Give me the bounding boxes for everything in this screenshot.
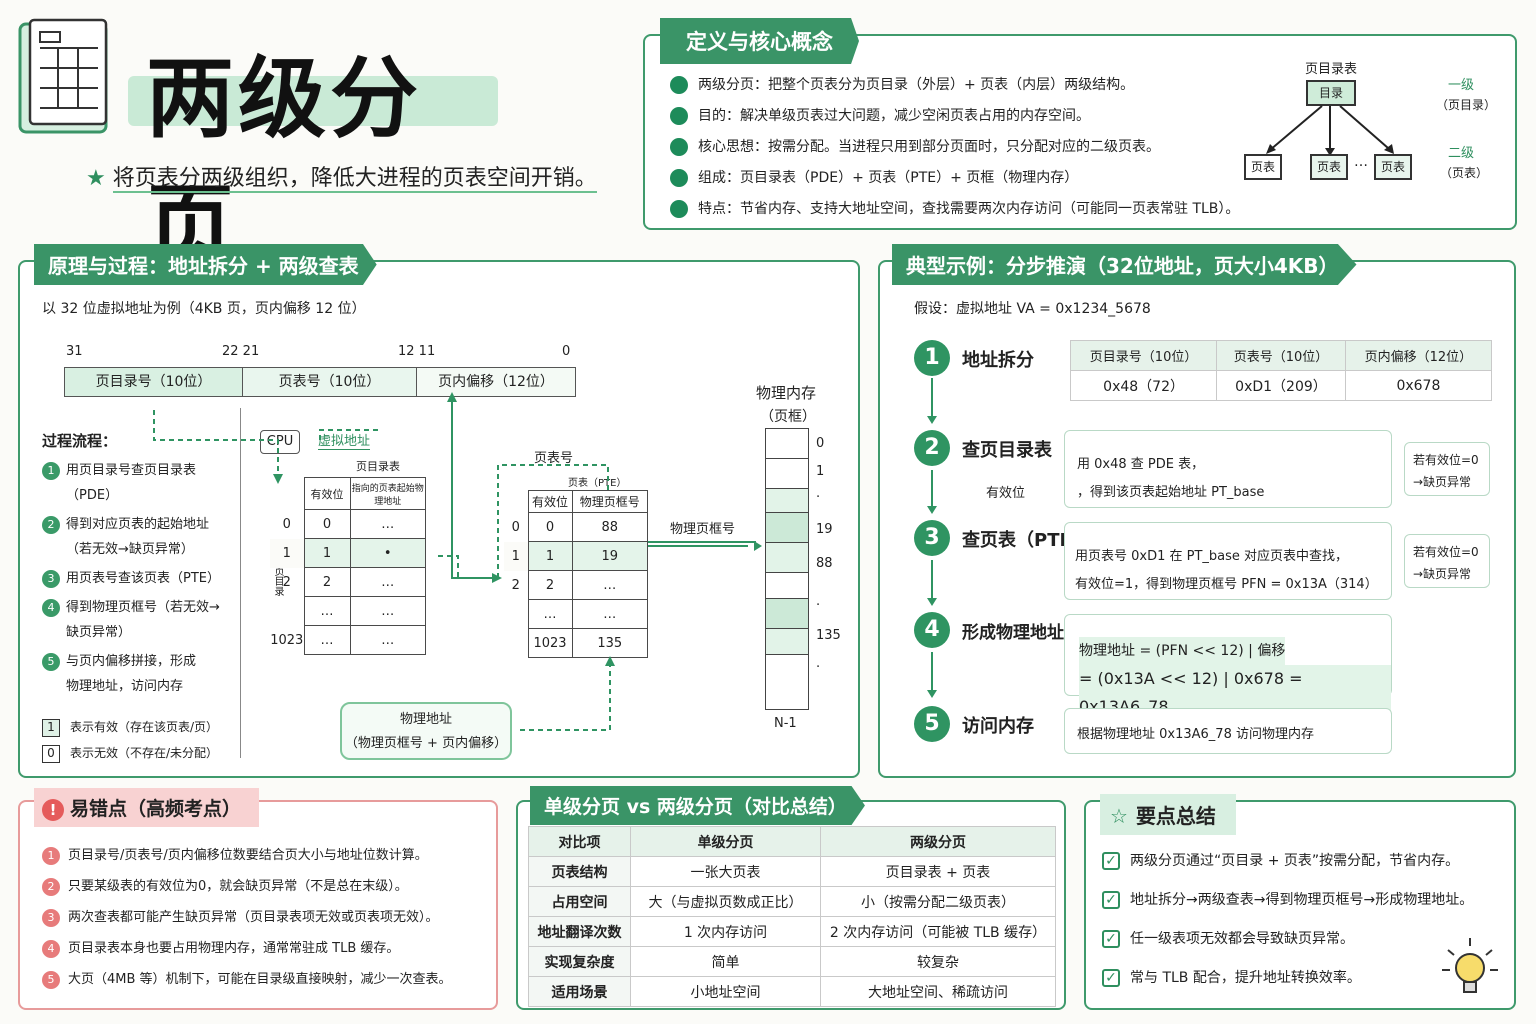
step-circle: 5 xyxy=(914,706,950,742)
summary-title: ☆要点总结 xyxy=(1100,794,1236,835)
warning-icon: ! xyxy=(42,799,64,821)
step-circle: 4 xyxy=(914,612,950,648)
bullet-icon xyxy=(670,138,688,156)
list-item: ✓常与 TLB 配合，提升地址转换效率。 xyxy=(1102,959,1512,998)
list-item: ✓任一级表项无效都会导致缺页异常。 xyxy=(1102,920,1512,959)
page-subtitle: ★ 将页表分两级组织，降低大进程的页表空间开销。 xyxy=(86,166,597,193)
step2-box: 用 0x48 查 PDE 表， ，得到该页表起始地址 PT_base xyxy=(1064,430,1392,508)
bullet-icon xyxy=(670,169,688,187)
definition-item: 核心思想：按需分配。当进程只用到部分页面时，只分配对应的二级页表。 xyxy=(670,132,1270,163)
definition-item: 目的：解决单级页表过大问题，减少空闲页表占用的内存空间。 xyxy=(670,101,1270,132)
check-icon: ✓ xyxy=(1102,930,1120,948)
compare-title: 单级分页 vs 两级分页（对比总结） xyxy=(530,786,865,825)
tree-arrows xyxy=(1266,105,1394,156)
address-split-table: 页目录号（10位）页表号（10位）页内偏移（12位） 0x48（72）0xD1（… xyxy=(1069,340,1493,401)
page-title: 两级分页 xyxy=(128,26,508,277)
star-icon: ★ xyxy=(86,166,106,191)
table-row: 实现复杂度简单较复杂 xyxy=(528,946,1056,977)
definition-item: 特点：节省内存、支持大地址空间，查找需要两次内存访问（可能同一页表常驻 TLB）… xyxy=(670,194,1270,225)
pitfalls-panel xyxy=(18,800,498,1010)
definition-item: 组成：页目录表（PDE）+ 页表（PTE）+ 页框（物理内存） xyxy=(670,163,1270,194)
address-fields-bar: 页目录号（10位） 页表号（10位） 页内偏移（12位） xyxy=(64,367,576,397)
star-outline-icon: ☆ xyxy=(1110,804,1128,828)
step4-box: 物理地址 = (PFN << 12) | 偏移 = (0x13A << 12) … xyxy=(1064,614,1392,721)
principle-intro: 以 32 位虚拟地址为例（4KB 页，页内偏移 12 位） xyxy=(42,301,366,317)
vaddr-label: 虚拟地址 xyxy=(318,430,371,450)
flow-title: 过程流程： xyxy=(42,432,118,450)
summary-panel xyxy=(1084,800,1516,1010)
lightbulb-icon xyxy=(1442,938,1498,993)
principle-title: 原理与过程：地址拆分 + 两级查表 xyxy=(34,244,377,285)
physical-memory xyxy=(765,428,809,710)
principle-arrows xyxy=(153,392,762,731)
step-circle: 1 xyxy=(914,340,950,376)
check-icon: ✓ xyxy=(1102,852,1120,870)
step-arrows xyxy=(927,378,937,698)
definition-title: 定义与核心概念 xyxy=(660,18,859,64)
table-row: 0x48（72）0xD1（209）0x678 xyxy=(1069,370,1493,401)
table-row: 页表结构一张大页表页目录表 + 页表 xyxy=(528,856,1056,887)
step2-side-note: 若有效位=0→缺页异常 xyxy=(1404,442,1490,496)
check-icon: ✓ xyxy=(1102,969,1120,987)
step3-side-note: 若有效位=0→缺页异常 xyxy=(1404,534,1490,588)
table-document-icon xyxy=(18,18,108,134)
hierarchy-tree: 页目录表 目录 页表 页表 … 页表 一级 （页目录） 二级 （页表） xyxy=(1230,58,1510,188)
field-directory: 页目录号（10位） xyxy=(65,368,243,396)
step-circle: 2 xyxy=(914,430,950,466)
definition-panel xyxy=(643,34,1517,230)
definition-list: 两级分页：把整个页表分为页目录（外层）+ 页表（内层）两级结构。 目的：解决单级… xyxy=(670,70,1270,225)
pitfalls-title: !易错点（高频考点） xyxy=(34,788,260,827)
table-row: 占用空间大（与虚拟页数成正比）小（按需分配二级页表） xyxy=(528,886,1056,917)
bullet-icon xyxy=(670,76,688,94)
tree-leaf: 页表 xyxy=(1244,154,1282,180)
field-table: 页表号（10位） xyxy=(243,368,417,396)
list-item: ✓地址拆分→两级查表→得到物理页框号→形成物理地址。 xyxy=(1102,881,1512,920)
header-icon xyxy=(18,18,114,138)
list-item: ✓两级分页通过“页目录 + 页表”按需分配，节省内存。 xyxy=(1102,842,1512,881)
bullet-icon xyxy=(670,107,688,125)
definition-item: 两级分页：把整个页表分为页目录（外层）+ 页表（内层）两级结构。 xyxy=(670,70,1270,101)
table-row: …… xyxy=(270,596,426,626)
step3-box: 用页表号 0xD1 在 PT_base 对应页表中查找， 有效位=1，得到物理页… xyxy=(1064,522,1392,600)
tree-leaf: 页表 xyxy=(1310,154,1348,180)
tree-root-box: 目录 xyxy=(1306,80,1356,106)
principle-panel xyxy=(18,260,860,778)
summary-list: ✓两级分页通过“页目录 + 页表”按需分配，节省内存。 ✓地址拆分→两级查表→得… xyxy=(1102,842,1512,998)
physical-address-box: 物理地址 （物理页框号 + 页内偏移） xyxy=(340,702,512,760)
step-circle: 3 xyxy=(914,520,950,556)
table-row: …… xyxy=(504,599,648,629)
table-row: 1023…… xyxy=(270,625,426,655)
cpu-box: CPU xyxy=(260,430,300,454)
bullet-icon xyxy=(670,200,688,218)
field-offset: 页内偏移（12位） xyxy=(417,368,575,396)
table-row: 适用场景小地址空间大地址空间、稀疏访问 xyxy=(528,976,1056,1007)
compare-table: 对比项单级分页两级分页 页表结构一张大页表页目录表 + 页表 占用空间大（与虚拟… xyxy=(528,826,1056,1007)
example-title: 典型示例：分步推演（32位地址，页大小4KB） xyxy=(892,244,1357,285)
tree-leaf: 页表 xyxy=(1374,154,1412,180)
check-icon: ✓ xyxy=(1102,891,1120,909)
step5-box: 根据物理地址 0x13A6_78 访问物理内存 xyxy=(1064,708,1392,754)
